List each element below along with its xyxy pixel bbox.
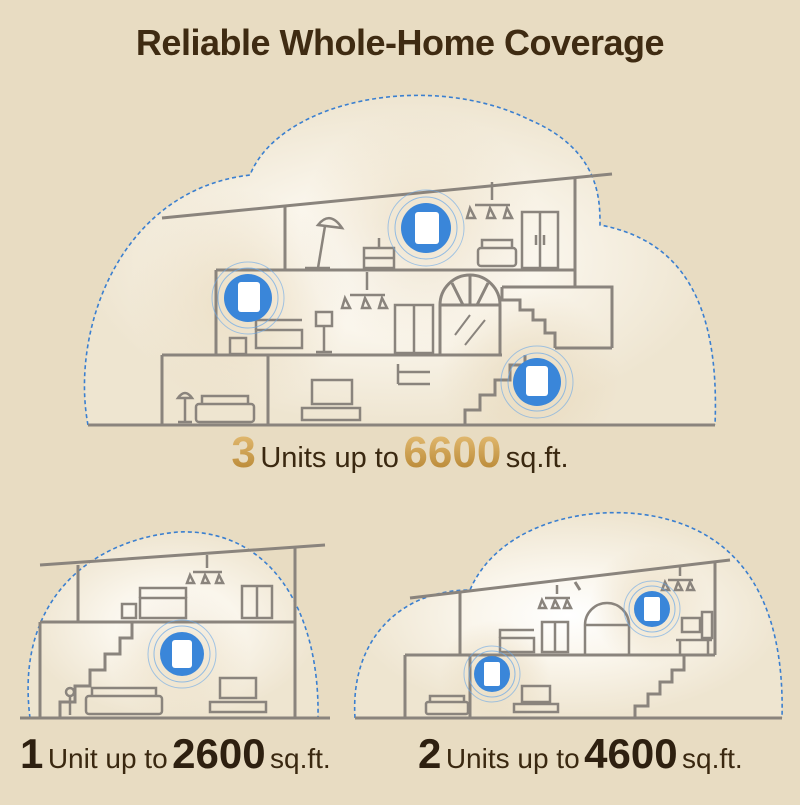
unit-count: 3 bbox=[231, 428, 256, 477]
area-unit: sq.ft. bbox=[270, 743, 331, 774]
wifi-extender-icon bbox=[211, 261, 285, 335]
floor-lamp-icon bbox=[305, 217, 345, 270]
wifi-extender-icon bbox=[623, 580, 681, 638]
wardrobe-icon bbox=[540, 620, 570, 654]
caption-text: Units up to bbox=[260, 442, 399, 474]
unit-count: 2 bbox=[418, 730, 442, 777]
house-outline bbox=[88, 172, 715, 427]
two-unit-caption: 2 Units up to 4600 sq.ft. bbox=[418, 730, 743, 778]
shelf-icon bbox=[396, 364, 430, 386]
wardrobe-icon bbox=[240, 584, 274, 620]
tv-stand-icon bbox=[300, 378, 362, 422]
staircase-icon bbox=[58, 622, 134, 718]
caption-text: Unit up to bbox=[47, 743, 168, 774]
desk-icon bbox=[676, 610, 714, 655]
area-unit: sq.ft. bbox=[505, 442, 569, 474]
two-unit-scene bbox=[353, 511, 783, 730]
coverage-area: 6600 bbox=[403, 428, 502, 477]
sofa-icon bbox=[424, 694, 470, 716]
nightstand-icon bbox=[228, 336, 248, 356]
chandelier-icon bbox=[465, 182, 515, 220]
coverage-area: 2600 bbox=[172, 730, 266, 777]
wifi-extender-icon bbox=[500, 345, 574, 419]
floor-lamp-icon bbox=[314, 310, 334, 354]
unit-count: 1 bbox=[20, 730, 44, 777]
sofa-icon bbox=[84, 686, 164, 716]
caption-text: Units up to bbox=[445, 743, 580, 774]
sofa-icon bbox=[476, 238, 518, 268]
chandelier-icon bbox=[537, 585, 574, 610]
window-icon bbox=[438, 273, 502, 355]
dresser-icon bbox=[362, 238, 396, 270]
floor-lamp-icon bbox=[175, 391, 195, 424]
bed-icon bbox=[138, 586, 188, 620]
one-unit-scene bbox=[20, 531, 330, 725]
nightstand-icon bbox=[120, 602, 138, 620]
three-unit-scene bbox=[83, 94, 717, 427]
wardrobe-icon bbox=[393, 303, 435, 355]
sofa-icon bbox=[194, 394, 256, 424]
window-icon bbox=[583, 601, 631, 655]
chandelier-icon bbox=[185, 555, 226, 585]
wifi-extender-icon bbox=[387, 189, 465, 267]
one-unit-caption: 1 Unit up to 2600 sq.ft. bbox=[20, 730, 331, 778]
wifi-extender-icon bbox=[147, 619, 217, 689]
staircase-icon bbox=[463, 355, 527, 425]
coverage-area: 4600 bbox=[584, 730, 678, 777]
staircase-icon bbox=[500, 287, 557, 348]
three-unit-caption: 3 Units up to 6600 sq.ft. bbox=[0, 428, 800, 478]
floor-lamp-icon bbox=[64, 686, 76, 715]
chandelier-icon bbox=[340, 272, 390, 310]
bed-icon bbox=[498, 628, 536, 654]
tv-stand-icon bbox=[208, 676, 268, 714]
wardrobe-icon bbox=[520, 210, 560, 270]
staircase-icon bbox=[633, 655, 686, 718]
coverage-cloud bbox=[353, 511, 783, 719]
area-unit: sq.ft. bbox=[682, 743, 743, 774]
tv-stand-icon bbox=[512, 684, 560, 714]
page-title: Reliable Whole-Home Coverage bbox=[135, 22, 665, 63]
wifi-extender-icon bbox=[463, 645, 521, 703]
